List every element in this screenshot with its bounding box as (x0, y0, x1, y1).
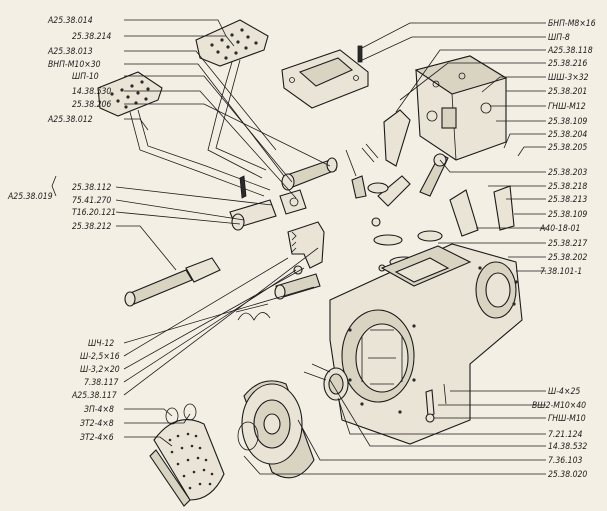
label-gnsh-m12: ГНШ-М12 (548, 102, 586, 112)
label-25-38-206: 25.38.206 (72, 100, 111, 110)
label-25-38-216: 25.38.216 (548, 59, 587, 69)
lower-pedal (97, 71, 271, 197)
label-vnp-m10x30: ВНП-М10×30 (48, 60, 101, 70)
label-sh-3-2x20: Ш-3,2×20 (80, 365, 120, 375)
label-a40-18-01: А40-18-01 (539, 224, 580, 234)
label-a25-38-014: А25.38.014 (47, 16, 93, 26)
label-shch-12: ШЧ-12 (88, 339, 114, 349)
label-a25-38-117: А25.38.117 (71, 391, 117, 401)
label-75-41-270: 75.41.270 (72, 196, 111, 206)
label-25-38-204: 25.38.204 (548, 130, 587, 140)
label-shp-8: ШП-8 (548, 33, 570, 43)
label-shsh-3x32: ШШ-3×32 (548, 73, 589, 83)
label-zp-4x8: ЗП-4×8 (84, 405, 114, 415)
pedal-shaft (279, 157, 338, 215)
label-25-38-112: 25.38.112 (72, 183, 111, 193)
label-25-38-202: 25.38.202 (548, 253, 587, 263)
label-7-38-101-1: 7.38.101-1 (540, 267, 582, 277)
ratchet-lever (235, 221, 325, 321)
label-14-38-530: 14.38.530 (72, 87, 111, 97)
label-25-38-020: 25.38.020 (548, 470, 587, 480)
parts-drawing (97, 19, 523, 507)
label-25-38-218: 25.38.218 (548, 182, 587, 192)
label-25-38-109-b: 25.38.109 (548, 210, 587, 220)
label-shp-10: ШП-10 (72, 72, 99, 82)
label-25-38-201: 25.38.201 (548, 87, 587, 97)
small-hardware (303, 363, 447, 423)
label-group-a25-38-019: А25.38.019 (7, 192, 53, 202)
label-a25-38-012: А25.38.012 (47, 115, 93, 125)
brake-shaft (124, 175, 277, 307)
linkage-levers (345, 109, 515, 272)
label-25-38-214: 25.38.214 (72, 32, 111, 42)
top-cover (281, 45, 369, 109)
main-housing (329, 243, 523, 445)
label-zt2-4x6: ЗТ2-4×6 (80, 433, 114, 443)
label-7-21-124: 7.21.124 (548, 430, 582, 440)
label-14-38-532: 14.38.532 (548, 442, 587, 452)
labels-left: А25.38.014 25.38.214 А25.38.013 ВНП-М10×… (7, 16, 120, 443)
labels-right: БНП-М8×16 ШП-8 А25.38.118 25.38.216 ШШ-3… (532, 19, 596, 480)
label-vsh2-m10x40: ВШ2-М10×40 (532, 401, 586, 411)
label-7-36-103: 7.36.103 (548, 456, 582, 466)
leader-lines (51, 19, 546, 475)
label-a25-38-118: А25.38.118 (547, 46, 593, 56)
label-25-38-203: 25.38.203 (548, 168, 587, 178)
label-25-38-212: 25.38.212 (72, 222, 111, 232)
label-25-38-205: 25.38.205 (548, 143, 587, 153)
label-gnsh-m10: ГНШ-М10 (548, 414, 586, 424)
label-25-38-217: 25.38.217 (548, 239, 587, 249)
brake-drum (237, 380, 315, 479)
valve-block (414, 55, 508, 161)
label-t16-20-121: Т16.20.121 (72, 208, 116, 218)
label-bnp-m8x16: БНП-М8×16 (548, 19, 596, 29)
label-7-38-117: 7.38.117 (84, 378, 118, 388)
label-sh-2-5x16: Ш-2,5×16 (80, 352, 120, 362)
brake-band (149, 403, 225, 507)
label-25-38-213: 25.38.213 (548, 195, 587, 205)
label-zt2-4x8: ЗТ2-4×8 (80, 419, 114, 429)
label-sh-4x25: Ш-4×25 (548, 387, 580, 397)
label-25-38-109-a: 25.38.109 (548, 117, 587, 127)
label-a25-38-013: А25.38.013 (47, 47, 93, 57)
